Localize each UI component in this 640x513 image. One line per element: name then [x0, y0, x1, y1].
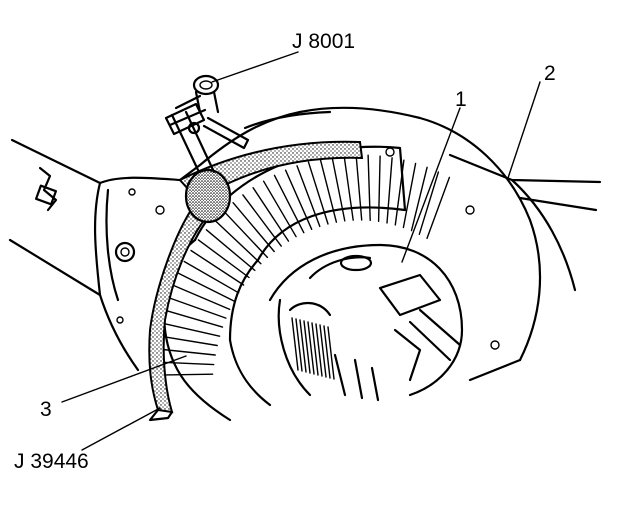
- gear-tooth: [205, 229, 256, 272]
- pinion-tooth: [319, 324, 327, 378]
- pinion-tooth: [295, 318, 303, 372]
- pinion-tooth: [291, 317, 299, 371]
- gear-tooth: [367, 154, 371, 222]
- gear-tooth: [252, 186, 290, 242]
- gear-tooth: [355, 154, 363, 221]
- gear-tooth: [166, 296, 227, 319]
- gear-tooth: [158, 321, 221, 337]
- gear-tooth: [410, 166, 428, 232]
- axle-tube-right: [448, 153, 602, 292]
- pinion-tooth: [307, 321, 315, 375]
- tool-j8001: [164, 74, 250, 224]
- gear-tooth: [296, 165, 321, 228]
- pinion-tooth: [303, 320, 311, 374]
- gear-tooth: [262, 180, 297, 238]
- gear-tooth: [223, 210, 269, 259]
- differential-case: [268, 243, 464, 402]
- leader-lines: [61, 51, 541, 451]
- tool-j39446: [148, 140, 364, 422]
- gear-tooth: [394, 159, 405, 226]
- callout-1: 1: [455, 88, 467, 111]
- gear-tooth: [177, 272, 235, 302]
- gear-tooth: [214, 219, 262, 265]
- gear-tooth: [418, 171, 440, 236]
- pinion-tooth: [311, 322, 319, 376]
- callout-j8001: J 8001: [292, 30, 355, 53]
- callout-3: 3: [40, 398, 52, 421]
- pinion-tooth: [327, 326, 335, 380]
- pinion-tooth: [299, 319, 307, 373]
- gear-tooth: [183, 260, 240, 294]
- gear-tooth: [331, 156, 346, 222]
- gear-tooth: [377, 155, 381, 223]
- gear-tooth: [155, 334, 218, 347]
- gear-tooth: [190, 249, 245, 286]
- gear-tooth: [171, 284, 231, 311]
- gear-tooth: [402, 162, 417, 229]
- gear-tooth: [197, 239, 250, 279]
- gear-tooth: [319, 158, 338, 223]
- axle-tube-left: [8, 138, 102, 297]
- gear-tooth: [232, 201, 275, 253]
- gear-tooth: [161, 308, 224, 328]
- gear-tooth: [273, 174, 305, 234]
- gear-tooth: [426, 176, 451, 240]
- pinion-tooth: [323, 325, 331, 379]
- callout-j39446: J 39446: [14, 450, 89, 473]
- pinion-tooth: [315, 323, 323, 377]
- gear-tooth: [386, 157, 393, 224]
- gear-tooth: [284, 169, 313, 231]
- callout-2: 2: [544, 62, 556, 85]
- gear-tooth: [307, 161, 329, 225]
- gear-tooth: [242, 194, 282, 247]
- gear-tooth: [343, 154, 354, 221]
